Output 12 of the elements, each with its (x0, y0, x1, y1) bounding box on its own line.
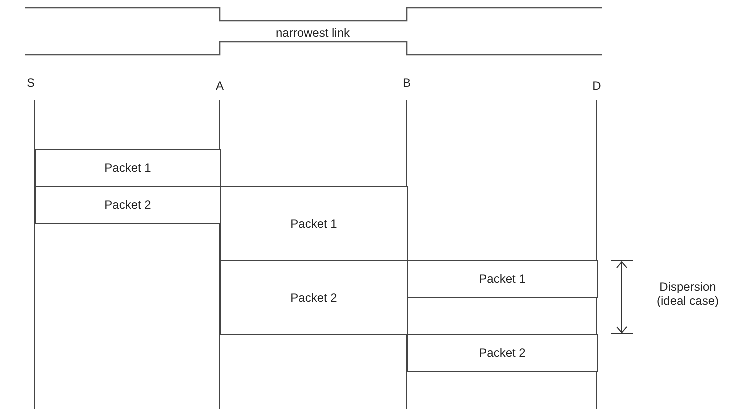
packet-label: Packet 1 (479, 272, 526, 286)
node-letter: D (592, 79, 602, 93)
node-letter: S (27, 76, 35, 90)
packet-label: Packet 2 (479, 346, 526, 360)
dispersion-label: Dispersion (ideal case) (656, 280, 720, 308)
packet-label: Packet 1 (290, 216, 338, 230)
packet-label: Packet 2 (290, 290, 338, 304)
link-label: narrowest link (276, 26, 350, 40)
node-letter: B (403, 76, 411, 90)
node-letter: A (216, 79, 224, 93)
packet-label: Packet 1 (104, 161, 152, 175)
packet-label: Packet 2 (104, 198, 152, 212)
